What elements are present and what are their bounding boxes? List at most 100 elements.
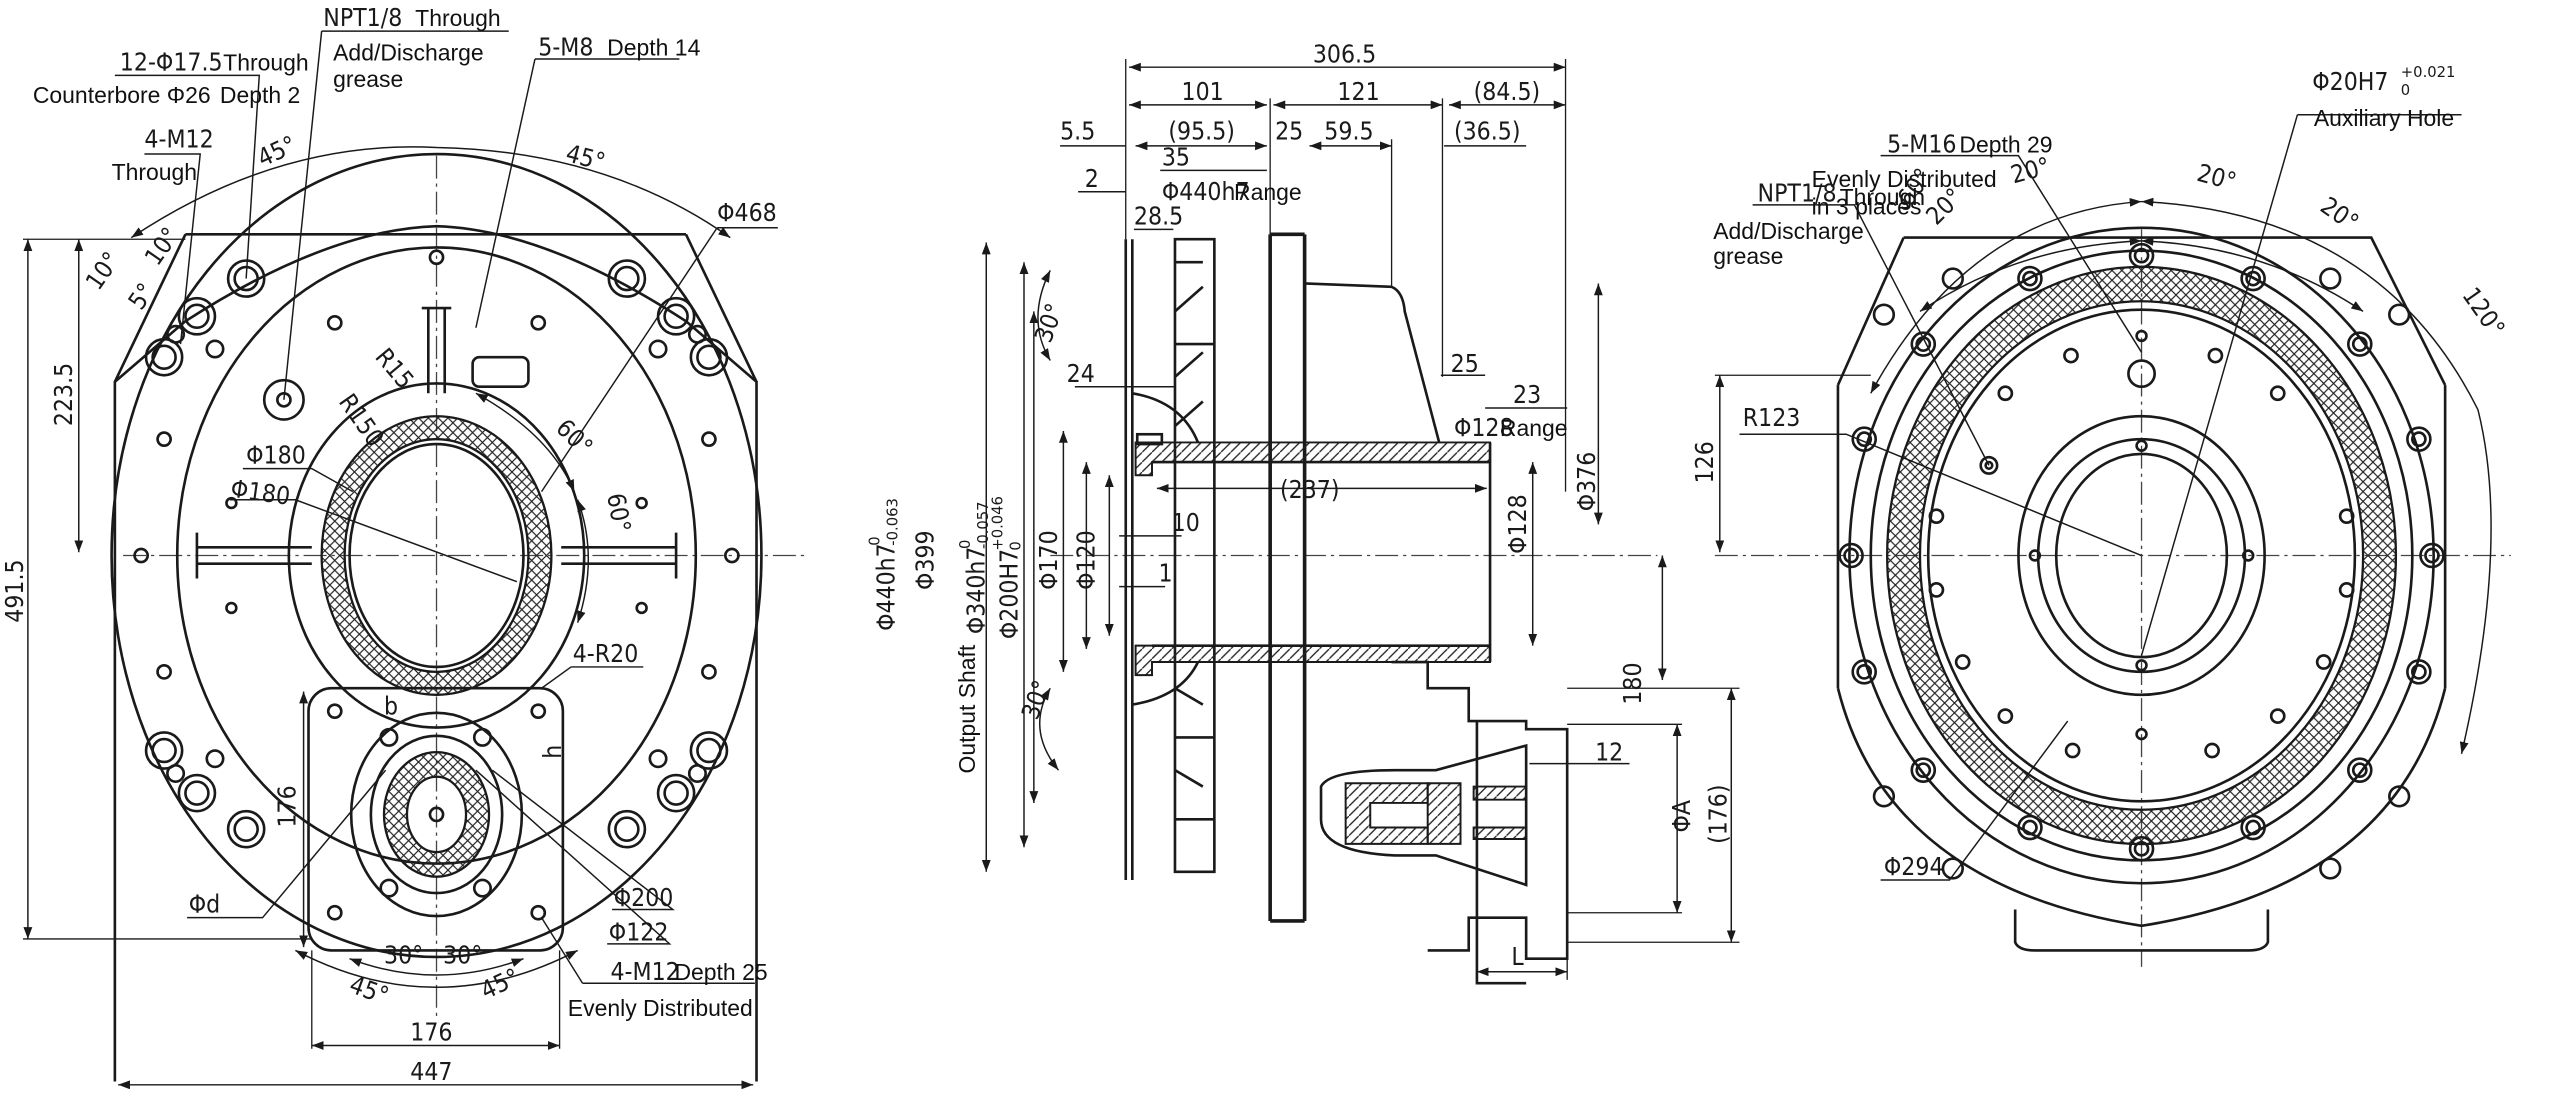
w447-label: 447 [410, 1057, 452, 1086]
d440-tol-upper: 0 [867, 536, 884, 545]
dim-arc-30 [349, 957, 524, 976]
angle-5: 5° [122, 278, 160, 315]
d200-tol-group: Φ200H7 +0.046 0 [990, 496, 1025, 639]
d200-tol-label: Φ200H7 [994, 549, 1023, 639]
d180-b-label: Φ180 [229, 474, 292, 511]
h176-r-label: (176) [1703, 784, 1732, 843]
d340-tol-lower: -0.057 [975, 501, 992, 549]
adapter-pilot-inner [369, 734, 504, 895]
d200-tol-upper: +0.046 [990, 496, 1007, 551]
angle-45-b: 45° [563, 138, 608, 176]
l36-5-label: (36.5) [1454, 116, 1521, 145]
phi-a-label: ΦA [1667, 800, 1696, 833]
leader-aux-hole [2140, 113, 2462, 656]
h-label: h [538, 745, 567, 759]
m8-label: 5-M8 [538, 33, 593, 62]
npt-purpose-2: grease [333, 66, 403, 92]
adapter-bolt-holes [326, 703, 547, 921]
h176-label: 176 [272, 785, 301, 827]
l5-5-label: 5.5 [1060, 116, 1095, 145]
d440-range-label: Φ440h7 [1162, 177, 1250, 206]
l25b-label: 25 [1451, 349, 1479, 378]
l24-label: 24 [1067, 359, 1095, 388]
rear-housing-bottom [1836, 687, 2447, 928]
d128-range-word: Range [1500, 415, 1568, 441]
h491-5-label: 491.5 [0, 559, 29, 622]
holes-12-label: 12-Φ17.5 [120, 47, 223, 76]
m16-suffix: Depth 29 [1959, 131, 2052, 157]
l237-label: (237) [1280, 475, 1340, 504]
m12-through-label: 4-M12 [144, 124, 213, 153]
motor-stub [2013, 909, 2270, 952]
m8-suffix: Depth 14 [607, 35, 700, 61]
d376-label: Φ376 [1572, 452, 1601, 512]
d440-tol-group: Φ440h7 0 -0.063 [867, 498, 902, 631]
l101-label: 101 [1182, 77, 1224, 106]
d180-a-label: Φ180 [246, 441, 306, 470]
input-shaft-cavity [1319, 743, 1528, 887]
angle-60-b: 60° [601, 491, 636, 535]
r20-label: 4-R20 [573, 639, 639, 668]
l25a-label: 25 [1275, 116, 1303, 145]
a120-label: 120° [2457, 282, 2511, 342]
rear-npt-label: NPT1/8 [1758, 179, 1837, 208]
housing-ring [1268, 232, 1307, 923]
top-rib [421, 306, 452, 394]
m16-label: 5-M16 [1887, 129, 1956, 158]
l10-label: 10 [1172, 508, 1200, 537]
evenly-distributed: Evenly Distributed [568, 995, 753, 1021]
l2-label: 2 [1085, 164, 1099, 193]
dim-arc-30-bottom [1039, 687, 1060, 771]
dim-arc-60a [475, 392, 576, 492]
l59-5-label: 59.5 [1324, 116, 1373, 145]
rear-view: 5-M16 Depth 29 Evenly Distributed in 3 p… [1690, 64, 2511, 967]
input-ring-hatched [382, 751, 491, 878]
front-view: NPT1/8 Through Add/Discharge grease 12-Φ… [0, 3, 805, 1090]
h180-label: 180 [1618, 662, 1647, 704]
angle-30-left: 30° [384, 941, 423, 970]
input-shaft-center [428, 806, 445, 823]
phi-d-label: Φd [189, 890, 220, 919]
d20-upper: +0.021 [2401, 64, 2456, 81]
counterbore-suffix: Depth 2 [220, 82, 300, 108]
set-screw [1135, 432, 1164, 446]
dim-arc-45 [295, 949, 578, 989]
bolt-holes [133, 249, 740, 680]
output-shaft-label: Output Shaft [954, 644, 980, 773]
l23-label: 23 [1513, 380, 1541, 409]
bearing-ring-hatched [320, 415, 553, 696]
leader-m16 [1880, 154, 2143, 353]
housing-outline [113, 224, 758, 1082]
housing-chamfers [113, 233, 758, 383]
L-label: L [1511, 942, 1524, 971]
d20-label: Φ20H7 [2312, 67, 2388, 96]
angle-10-a: 10° [80, 246, 126, 295]
l121-label: 121 [1337, 77, 1379, 106]
bore-circle [348, 442, 525, 669]
output-shaft-bottom-hatched [1134, 644, 1492, 677]
m12-depth-label: 4-M12 [610, 957, 679, 986]
d122-label: Φ122 [609, 918, 669, 947]
angle30-bottom-label: 30° [1015, 676, 1056, 723]
counterbored-holes [144, 259, 729, 849]
output-flange-face [1124, 239, 1134, 880]
h126-label: 126 [1690, 441, 1719, 483]
angle-30-right: 30° [443, 941, 482, 970]
section-view: 306.5 101 121 (84.5) 5.5 (95.5) 25 59.5 … [867, 39, 1740, 985]
rear-npt-purpose-1: Add/Discharge [1713, 218, 1864, 244]
d170-label: Φ170 [1034, 530, 1063, 590]
dim-arc-60b [576, 499, 590, 623]
l1-label: 1 [1159, 559, 1173, 588]
npt-purpose-1: Add/Discharge [333, 40, 484, 66]
output-shaft-top-hatched [1134, 441, 1492, 477]
a20-2-label: 20° [2194, 158, 2239, 196]
d440-range-word: Range [1234, 179, 1302, 205]
m12-depth-suffix: Depth 25 [674, 959, 767, 985]
angle-45-a: 45° [253, 130, 301, 173]
input-shaft-hatched [1344, 782, 1429, 845]
d294-label: Φ294 [1884, 852, 1944, 881]
counterbore-label: Counterbore Φ26 [33, 82, 211, 108]
angle-45-right: 45° [476, 962, 524, 1005]
leader-d294 [1880, 720, 2069, 881]
